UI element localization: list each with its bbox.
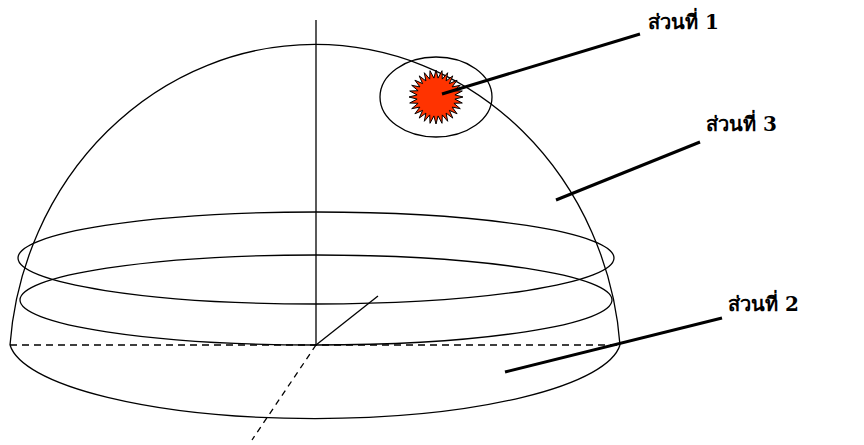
base-front-arc <box>10 345 620 419</box>
part-label: ส่วนที่ 1 <box>648 10 719 34</box>
leader-line <box>556 142 700 200</box>
sun-path-ring <box>380 57 492 137</box>
leader-line <box>442 34 640 94</box>
vertical-axis <box>315 20 316 345</box>
altitude-circle <box>18 212 614 304</box>
horizon-circle <box>20 255 612 345</box>
sun-symbol <box>409 70 463 124</box>
leader-line <box>505 318 722 372</box>
radius-dashed <box>252 345 316 440</box>
part-label: ส่วนที่ 3 <box>706 112 777 136</box>
radius-line <box>316 296 378 345</box>
dome-outline <box>10 44 620 345</box>
part-label: ส่วนที่ 2 <box>728 292 799 316</box>
